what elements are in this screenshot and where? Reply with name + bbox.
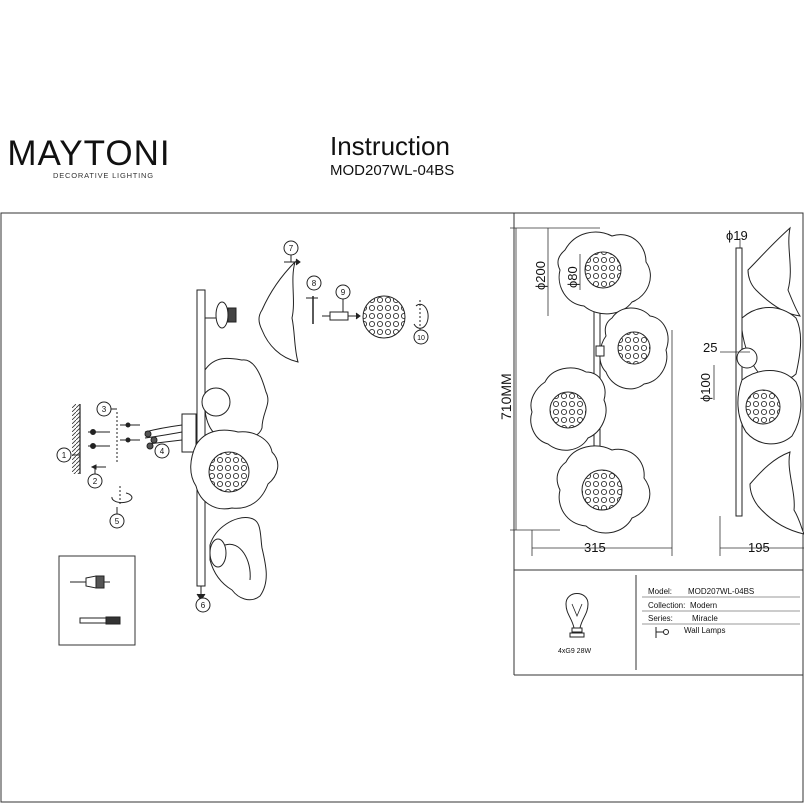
side-shade-1: [747, 226, 802, 317]
bulb-g9: [329, 311, 349, 321]
side-shade-2: [741, 307, 802, 381]
step-2-label: 2: [93, 477, 98, 486]
brand-tagline: DECORATIVE LIGHTING: [53, 171, 154, 180]
dim-width-label: 315: [584, 540, 606, 555]
crystal-globe: [208, 451, 250, 493]
assembly-view: [56, 240, 429, 646]
top-socket: [215, 301, 229, 329]
side-shade-4: [749, 451, 804, 535]
mounting-plate: [181, 413, 197, 453]
step-9-label: 9: [341, 288, 346, 297]
spec-type-value: Wall Lamps: [684, 626, 726, 635]
dim-canopy-depth-label: 25: [703, 340, 717, 355]
wall-screws: [88, 412, 140, 462]
spec-model-value: MOD207WL-04BS: [688, 587, 754, 596]
step-10: [413, 329, 429, 345]
step-callouts: [56, 240, 429, 613]
dim-height-label: 710MM: [498, 373, 514, 420]
spec-model-label: Model:: [648, 587, 672, 596]
side-dimensions: [713, 238, 804, 556]
brand-logo: MAYTONI: [7, 134, 171, 173]
tools-box: [58, 555, 136, 646]
step-10-label: 10: [417, 335, 425, 342]
step-7-label: 7: [289, 244, 294, 253]
step-5-label: 5: [115, 517, 120, 526]
step-8: [306, 275, 322, 291]
step-4: [154, 443, 170, 459]
step-1: [56, 447, 72, 463]
bulb-icon: [565, 593, 589, 629]
front-view: [510, 227, 673, 556]
step-6: [195, 597, 211, 613]
rotate-arrow-icon: [111, 492, 133, 504]
spec-collection-label: Collection:: [648, 601, 685, 610]
front-dimensions: [510, 227, 673, 556]
spec-collection-value: Modern: [690, 601, 717, 610]
wall-hatch: [72, 404, 80, 474]
dim-canopy-diameter-label: ϕ100: [698, 373, 713, 402]
dim-depth-label: 195: [748, 540, 770, 555]
bulb-spec: 4xG9 28W: [558, 648, 591, 655]
outer-frame: [0, 212, 804, 803]
canopy-back: [201, 387, 231, 417]
crystal-ball: [362, 295, 406, 339]
step-3-label: 3: [102, 405, 107, 414]
model-code: MOD207WL-04BS: [330, 162, 455, 179]
dim-shade-diameter-label: ϕ200: [533, 261, 548, 290]
wall-lamp-icon: [655, 627, 669, 638]
shade-exploded: [258, 260, 299, 363]
spec-series-label: Series:: [648, 614, 673, 623]
spec-box: [565, 593, 800, 638]
shade-bottom: [209, 517, 267, 601]
spec-series-value: Miracle: [692, 614, 718, 623]
step-1-label: 1: [62, 451, 67, 460]
page-title: Instruction: [330, 131, 450, 161]
wires: [90, 424, 183, 470]
step-8-label: 8: [312, 279, 317, 288]
step-4-label: 4: [160, 447, 165, 456]
side-view: [713, 226, 804, 556]
step-6-label: 6: [201, 601, 206, 610]
dim-rod-diameter-label: ϕ19: [726, 228, 748, 243]
dim-globe-diameter-label: ϕ80: [565, 266, 580, 288]
rotate-ball-icon: [413, 303, 429, 329]
